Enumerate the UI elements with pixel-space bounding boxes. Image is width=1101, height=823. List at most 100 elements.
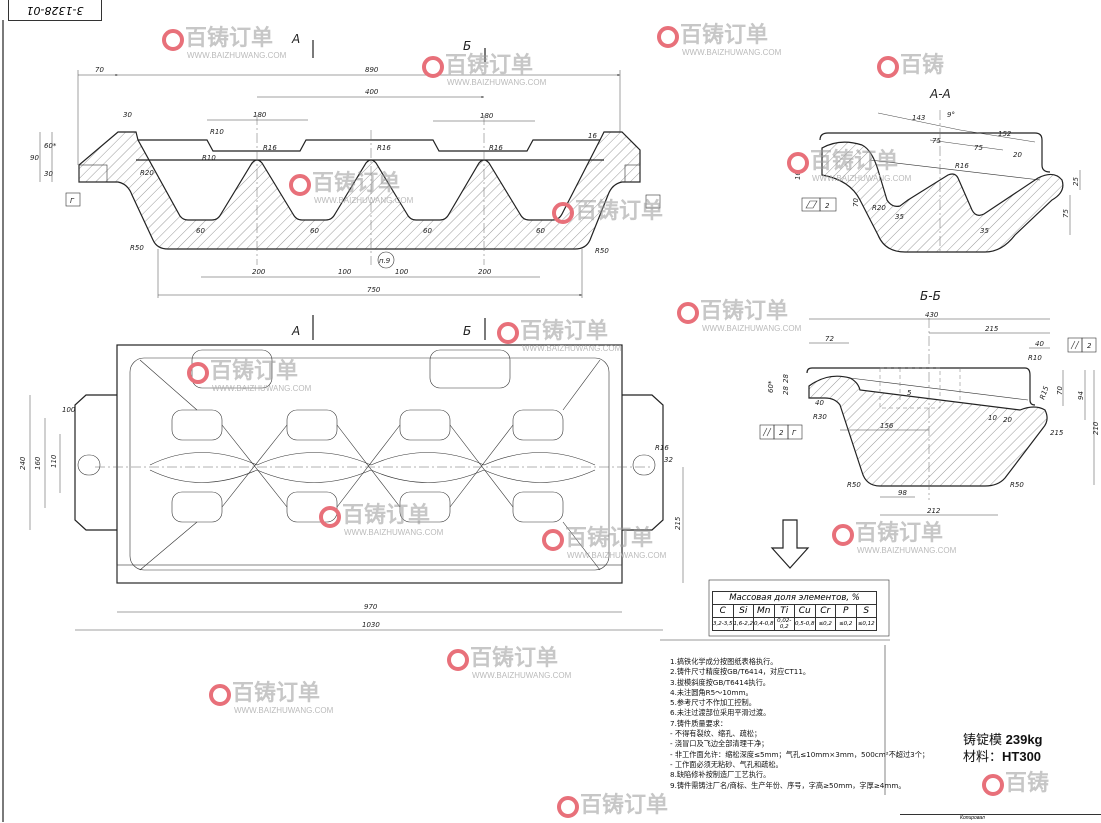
dim-156: 156 (880, 422, 894, 430)
dim-35: 35 (895, 213, 904, 221)
dim-r15: R15 (1038, 384, 1050, 400)
svg-text:百铸订单: 百铸订单 (312, 170, 400, 196)
dim-970: 970 (364, 603, 378, 611)
value-cell: 0,4-0,8 (753, 617, 775, 631)
dim-30: 30 (123, 111, 132, 119)
dim-215: 215 (985, 325, 999, 333)
parallelism-datum: Г (792, 429, 797, 437)
dim-60: 60* (767, 380, 775, 393)
title-block-edge: Копировал (900, 814, 1101, 823)
dim-60: 60 (310, 227, 319, 235)
svg-text:WWW.BAIZHUWANG.COM: WWW.BAIZHUWANG.COM (344, 528, 444, 537)
svg-text:百铸订单: 百铸订单 (575, 198, 663, 224)
dim-215: 215 (674, 516, 682, 530)
dim-70: 70 (95, 66, 104, 74)
svg-text:百铸订单: 百铸订单 (680, 22, 768, 48)
section-mark-b: Б (463, 39, 471, 53)
value-cell: 3,2-3,5 (712, 617, 734, 631)
note-line: - 工作面必须无粘砂、气孔和疏松。 (670, 759, 783, 769)
section-bb-body (808, 375, 1048, 487)
datum-label: Г (70, 197, 75, 205)
svg-text:WWW.BAIZHUWANG.COM: WWW.BAIZHUWANG.COM (447, 78, 547, 87)
svg-text:WWW.BAIZHUWANG.COM: WWW.BAIZHUWANG.COM (472, 671, 572, 680)
header-cell: Cu (794, 604, 816, 618)
dim-215: 215 (1050, 429, 1064, 437)
section-aa-body (821, 141, 1064, 253)
svg-text:百铸订单: 百铸订单 (445, 52, 533, 78)
dim-240: 240 (19, 456, 27, 470)
svg-text:WWW.BAIZHUWANG.COM: WWW.BAIZHUWANG.COM (702, 324, 802, 333)
mass-label: 铸锭模 (963, 732, 1003, 747)
svg-text:WWW.BAIZHUWANG.COM: WWW.BAIZHUWANG.COM (857, 546, 957, 555)
note-line: - 浇冒口及飞边全部清理干净； (670, 739, 769, 749)
dim-r50: R50 (847, 481, 861, 489)
dim-r16: R16 (263, 144, 277, 152)
note-line: - 不得有裂纹、缩孔、疏松； (670, 729, 762, 739)
dim-890: 890 (365, 66, 379, 74)
svg-text:百铸订单: 百铸订单 (342, 502, 430, 528)
dim-r16: R16 (377, 144, 391, 152)
dim-9deg: 9° (947, 111, 955, 119)
svg-text:百铸订单: 百铸订单 (565, 525, 653, 551)
dim-75: 75 (974, 144, 983, 152)
note-line: 3.拔模斜度按GB/T6414执行。 (670, 677, 770, 687)
value-cell: ≤0,2 (835, 617, 857, 631)
dim-10: 10 (794, 171, 802, 180)
dim-r16: R16 (955, 162, 969, 170)
svg-text:百铸: 百铸 (900, 52, 944, 78)
section-bb-title: Б-Б (920, 289, 941, 303)
dim-75: 75 (1062, 209, 1070, 218)
note-line: 4.未注圆角R5～10mm。 (670, 687, 753, 697)
note-line: 8.缺陷修补按制造厂工艺执行。 (670, 770, 771, 780)
header-cell: Ti (773, 604, 795, 618)
note-line: 9.铸件需铸注厂名/商标、生产年份、序号，字高≥50mm，字厚≥4mm。 (670, 780, 906, 790)
svg-text:百铸订单: 百铸订单 (520, 318, 608, 344)
dim-70: 70 (852, 198, 860, 207)
value-cell: 0,02-0,2 (773, 617, 795, 631)
dim-r10: R10 (202, 154, 216, 162)
dim-r50: R50 (1010, 481, 1024, 489)
dim-16: 16 (588, 132, 597, 140)
section-aa-title: А-А (929, 87, 951, 101)
header-cell: Mn (753, 604, 775, 618)
dim-25: 25 (1072, 177, 1080, 186)
dim-28: 28 (782, 386, 790, 395)
dim-r50: R50 (595, 247, 609, 255)
dim-90: 90 (30, 154, 39, 162)
section-mark-b: Б (463, 324, 471, 338)
dim-r20: R20 (872, 204, 886, 212)
dim-400: 400 (365, 88, 379, 96)
dim-152: 152 (998, 130, 1012, 138)
material-value: HT300 (1002, 749, 1042, 764)
dim-30: 30 (44, 170, 53, 178)
svg-text:百铸订单: 百铸订单 (855, 520, 943, 546)
dim-100: 100 (395, 268, 409, 276)
dim-143: 143 (912, 114, 925, 122)
svg-text:WWW.BAIZHUWANG.COM: WWW.BAIZHUWANG.COM (314, 196, 414, 205)
dim-10: 10 (988, 414, 997, 422)
svg-text:百铸订单: 百铸订单 (810, 148, 898, 174)
svg-text:WWW.BAIZHUWANG.COM: WWW.BAIZHUWANG.COM (812, 174, 912, 183)
dim-40: 40 (1035, 340, 1044, 348)
dim-210: 210 (1092, 421, 1100, 435)
section-aa-view: А-А 143 9° 152 75 75 20 25 10 70 75 R16 … (794, 87, 1081, 253)
dim-r30: R30 (813, 413, 827, 421)
value-cell: 1,6-2,2 (732, 617, 754, 631)
section-mark-a: А (291, 324, 300, 338)
dim-72: 72 (825, 335, 834, 343)
note-line: 1.搞铁化学成分按图纸表格执行。 (670, 657, 778, 666)
dim-200: 200 (252, 268, 266, 276)
dim-180: 180 (253, 111, 267, 119)
dim-32: 32 (664, 456, 673, 464)
note-line: 6.未注过渡部位采用平滑过渡。 (670, 708, 771, 718)
header-cell: Si (732, 604, 754, 618)
svg-text:百铸订单: 百铸订单 (700, 298, 788, 324)
parallelism-icon (762, 340, 1080, 437)
dim-20: 20 (1013, 151, 1022, 159)
front-section-view: 70 890 400 180 180 30 16 90 60* 30 R10 R… (30, 32, 661, 298)
svg-text:WWW.BAIZHUWANG.COM: WWW.BAIZHUWANG.COM (234, 706, 334, 715)
parallelism-value: 2 (779, 429, 784, 437)
